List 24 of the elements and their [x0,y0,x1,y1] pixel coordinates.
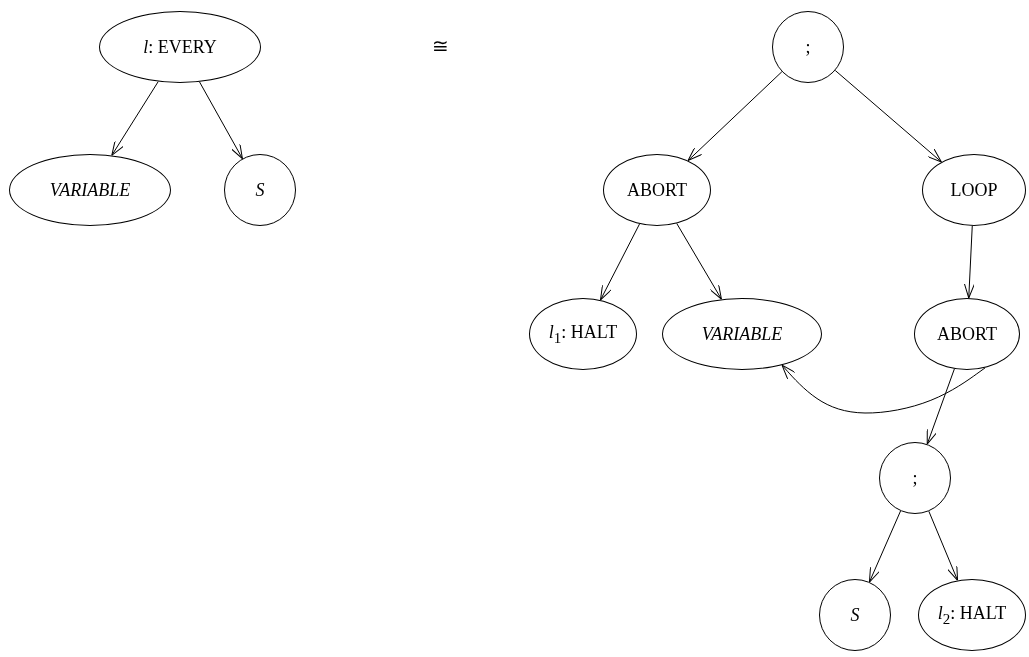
arrow [963,225,975,299]
congruence-symbol: ≅ [432,34,449,58]
node-label: S [850,604,860,626]
arrow [676,223,722,300]
node-label: VARIABLE [701,323,783,345]
arrow [926,368,955,445]
arrow [687,71,783,162]
arrow [111,81,159,156]
node-label: LOOP [950,179,998,201]
node-label: ABORT [937,323,997,345]
arrow [868,510,902,583]
arrow [928,510,959,581]
node-label: VARIABLE [49,179,131,201]
node-label: ; [805,36,811,58]
node-label: l: EVERY [143,36,217,58]
node-label: ABORT [627,179,687,201]
arrow [834,70,942,163]
node-label: S [255,179,265,201]
arrow [600,223,640,301]
node-label: l$_{1}$: HALT [548,321,618,347]
arrow [199,81,243,160]
node-label: ; [912,467,918,489]
node-label: l$_{2}$: HALT [937,602,1007,628]
arrow [781,364,986,414]
